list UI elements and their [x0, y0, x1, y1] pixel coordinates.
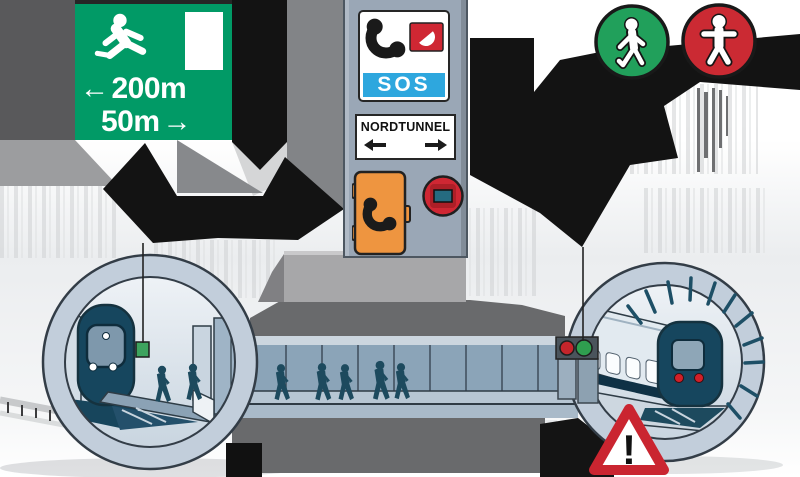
- tunnel-direction-arrows: [364, 139, 447, 151]
- warning-triangle: !: [589, 404, 669, 475]
- column-pedestal: [284, 254, 466, 302]
- rock-below-passage: [232, 418, 545, 473]
- sos-sign: SOS: [358, 10, 450, 102]
- tail-light: [674, 373, 684, 383]
- red-signal-light: [559, 340, 575, 356]
- cross-passage: [232, 336, 578, 418]
- sos-column: SOS NORDTUNNEL: [343, 0, 468, 258]
- callout-arrows: [103, 0, 800, 247]
- mid-wall-wedge: [177, 140, 263, 193]
- right-arrow-icon: →: [162, 106, 192, 138]
- exit-distance-left: ← 200m: [80, 72, 187, 105]
- warning-exclamation: !: [622, 426, 636, 473]
- nord-left-arrow-icon: [364, 139, 386, 151]
- standing-person-icon: [681, 3, 757, 79]
- left-tunnel: [41, 253, 259, 471]
- signal-lights: [555, 336, 599, 404]
- train-windshield: [85, 323, 127, 369]
- alarm-rays: [626, 276, 765, 420]
- dark-earth-streaks: [697, 88, 728, 172]
- tunnel-name-label: NORDTUNNEL: [360, 120, 451, 134]
- left-wall-base: [0, 140, 118, 186]
- exit-distance-right: 50m →: [101, 105, 192, 138]
- sos-label: SOS: [363, 73, 445, 97]
- left-tunnel-interior: [65, 303, 235, 430]
- walking-allowed-sign: [593, 3, 671, 81]
- fire-extinguisher-icon: [419, 31, 435, 46]
- nord-right-arrow-icon: [425, 139, 447, 151]
- walking-person-icon: [594, 4, 670, 80]
- phonebox-handset-icon: [362, 197, 397, 232]
- left-arrow-icon: ←: [80, 73, 109, 105]
- exit-door-icon: [185, 12, 223, 70]
- exit-distance-right-label: 50m: [101, 105, 160, 138]
- arrow-to-phone-and-tunnel: [103, 143, 344, 243]
- column-pedestal-side: [258, 254, 284, 302]
- emergency-phone-box: [352, 170, 411, 256]
- arrow-shaft-left: [232, 0, 287, 170]
- exit-distance-left-label: 200m: [111, 72, 187, 105]
- train-rear-window: [671, 339, 705, 371]
- emergency-button: [422, 175, 464, 217]
- rock-dark-patch: [226, 443, 262, 477]
- hanging-exit-sign: [135, 341, 150, 358]
- emergency-exit-sign: ← 200m 50m →: [75, 0, 232, 140]
- green-signal-light: [575, 339, 593, 357]
- rock-above-passage: [250, 300, 565, 338]
- no-entry-sign: [680, 2, 758, 80]
- phone-handset-icon: [365, 18, 406, 59]
- left-wall: [0, 0, 75, 140]
- sos-sign-icons: [365, 18, 444, 59]
- mid-wall: [287, 0, 343, 208]
- arrow-to-signal: [470, 34, 800, 247]
- tunnel-name-sign: NORDTUNNEL: [355, 114, 456, 160]
- running-man-icon: [94, 13, 147, 60]
- tail-light: [694, 373, 704, 383]
- exit-sign-icons: [85, 10, 223, 72]
